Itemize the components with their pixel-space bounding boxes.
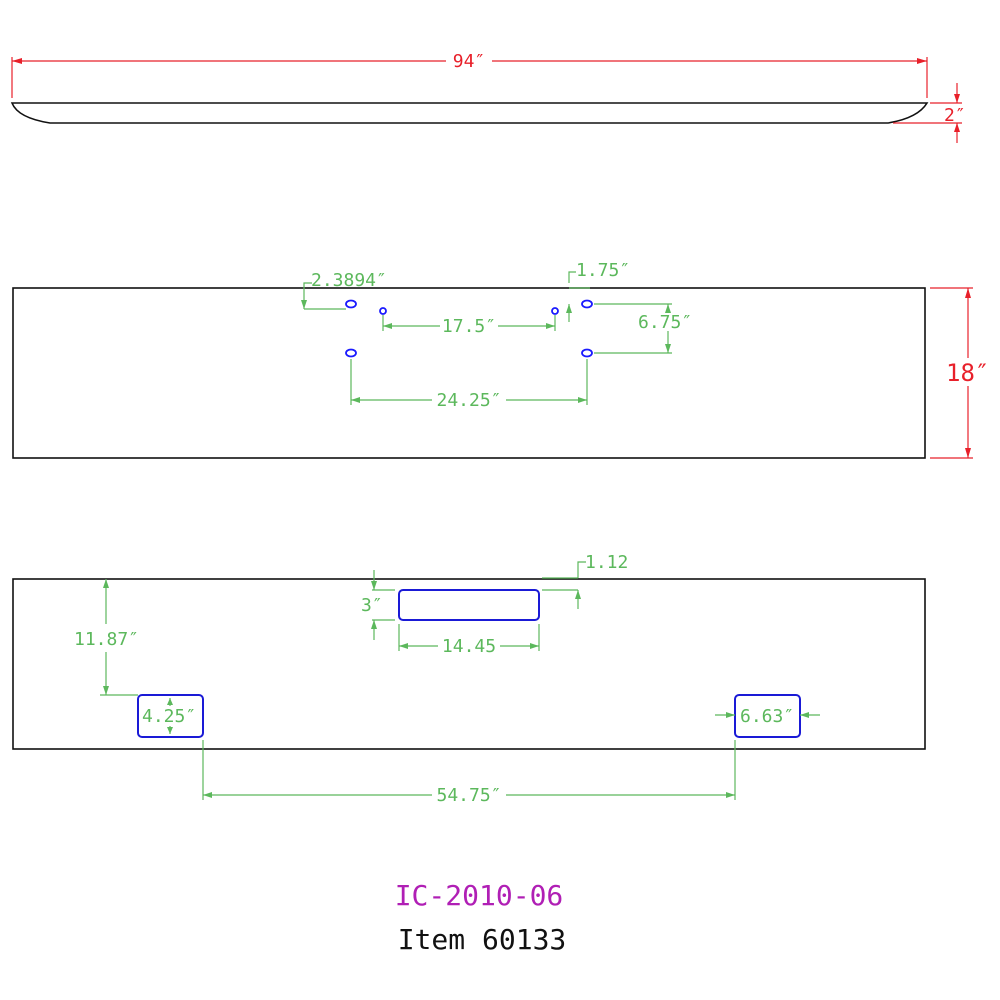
inner-hole-spacing-label: 17.5″ bbox=[442, 316, 496, 337]
cutout-spacing-label: 54.75″ bbox=[436, 785, 501, 806]
hole-row-spacing-label: 6.75″ bbox=[638, 312, 692, 333]
part-code: IC-2010-06 bbox=[395, 879, 564, 912]
cutout-height-label: 4.25″ bbox=[142, 706, 196, 727]
top-view: 94″ 2″ bbox=[10, 51, 966, 143]
slot-width-label: 14.45 bbox=[442, 636, 496, 657]
left-light-cutout bbox=[137, 694, 204, 738]
right-light-cutout bbox=[734, 694, 801, 738]
cutout-view: 1.12 3″ 14.45 11.87″ 4.25″ bbox=[12, 552, 926, 806]
overall-length-label: 94″ bbox=[453, 51, 486, 72]
hole-slot-lower-right bbox=[581, 348, 593, 358]
cutout-height-from-top-label: 11.87″ bbox=[74, 629, 139, 650]
hole-offset-label: 2.3894″ bbox=[311, 270, 387, 291]
hole-slot-lower-left bbox=[345, 348, 357, 358]
cutout-face-outline bbox=[12, 578, 926, 750]
mounting-face-outline bbox=[12, 287, 926, 459]
hole-slot-upper-right bbox=[581, 299, 593, 309]
outer-hole-spacing-label: 24.25″ bbox=[436, 390, 501, 411]
hole-vertical-offset-label: 1.75″ bbox=[576, 260, 630, 281]
cutout-width-label: 6.63″ bbox=[740, 706, 794, 727]
bumper-profile-outline bbox=[10, 102, 929, 124]
hole-round-right bbox=[551, 307, 559, 315]
slot-height-label: 3″ bbox=[361, 595, 383, 616]
mounting-view: 2.3894″ 1.75″ 17.5″ 6.75″ 24.25″ bbox=[12, 260, 989, 459]
hole-round-left bbox=[379, 307, 387, 315]
hole-slot-upper-left bbox=[345, 299, 357, 309]
center-slot bbox=[398, 589, 540, 621]
height-label: 18″ bbox=[946, 359, 989, 387]
item-number: Item 60133 bbox=[398, 923, 567, 956]
slot-top-offset-label: 1.12 bbox=[585, 552, 628, 573]
depth-label: 2″ bbox=[944, 105, 966, 126]
